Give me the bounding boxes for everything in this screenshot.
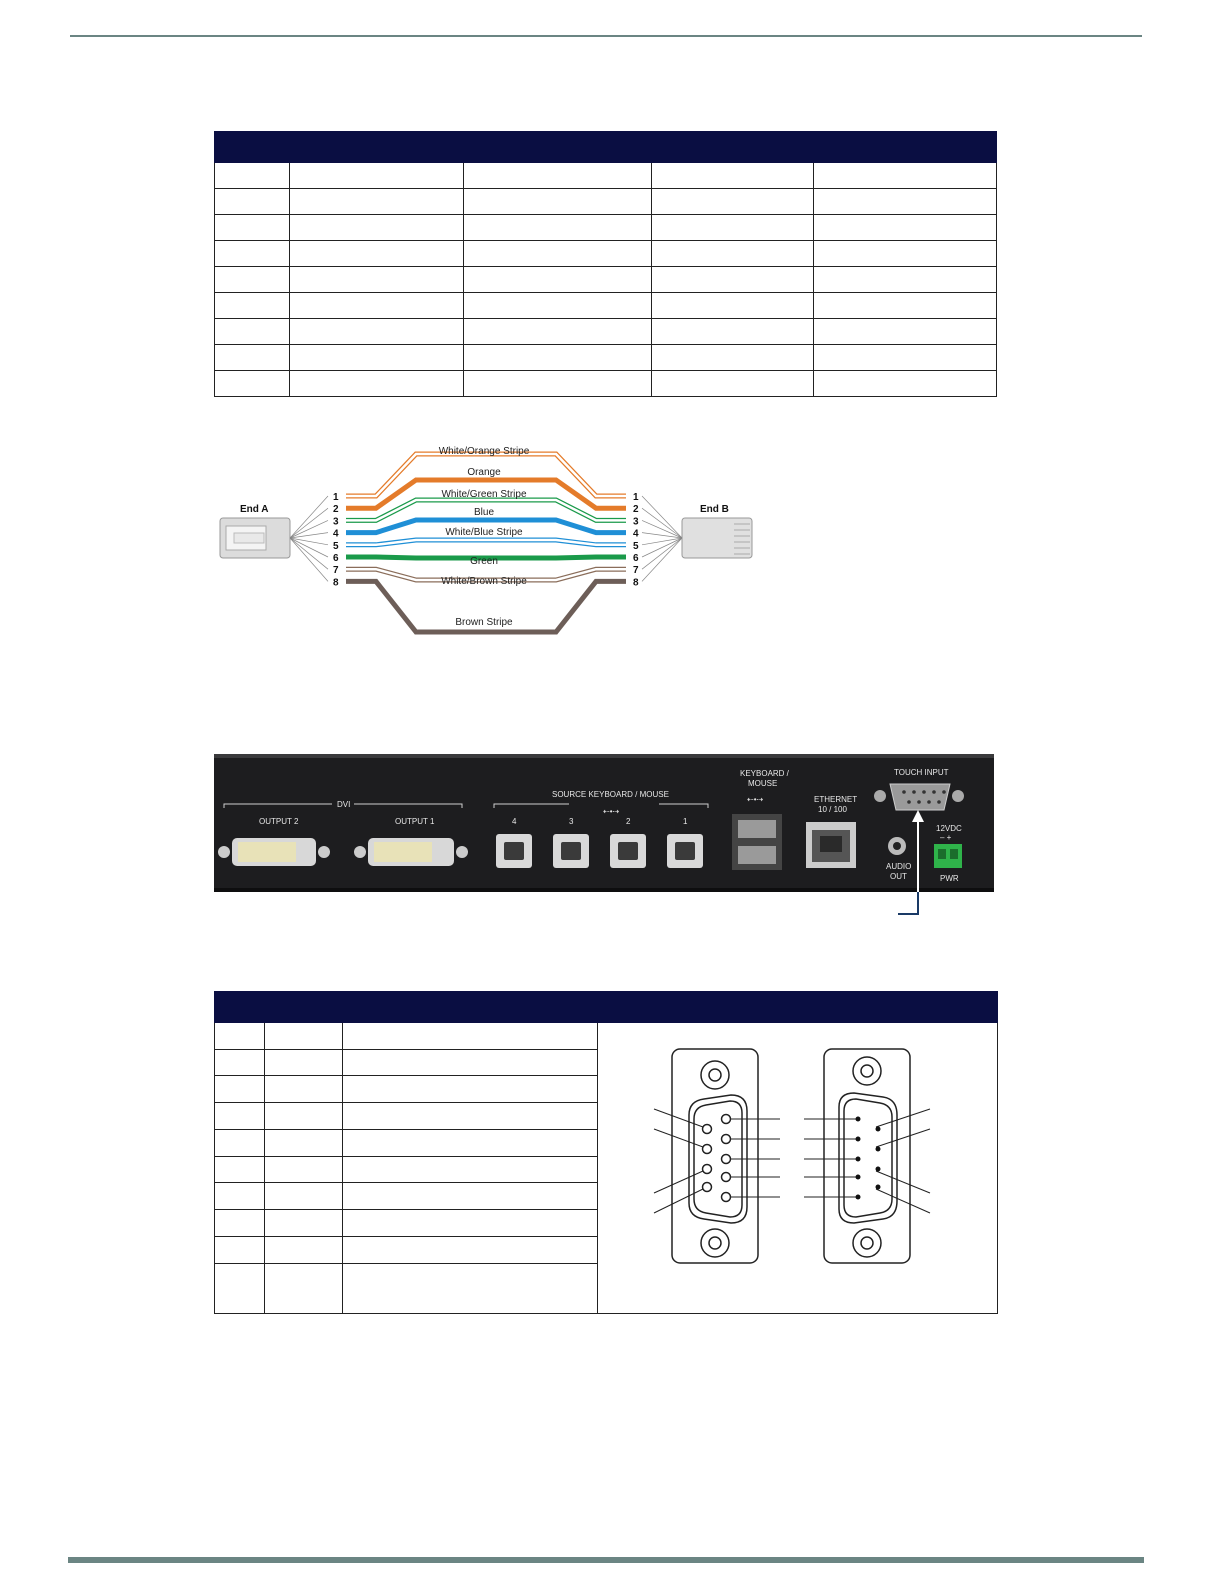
keyboard-mouse-label-1: KEYBOARD / (740, 769, 790, 778)
wire-label: Blue (474, 507, 494, 518)
pin-number-a: 6 (333, 553, 339, 564)
dvi-output2-port-icon (218, 838, 330, 866)
db9-connectors-diagram (653, 1048, 931, 1264)
wire-6 (346, 554, 626, 561)
table-header-cell (213, 131, 998, 163)
pin-number-b: 3 (633, 516, 639, 527)
table-row (214, 1262, 998, 1315)
ethernet-label-1: ETHERNET (814, 795, 857, 804)
pinout-table-2 (214, 991, 998, 1315)
touch-input-label: TOUCH INPUT (894, 768, 949, 777)
table-row (214, 1155, 998, 1184)
table-row (214, 344, 998, 371)
wire-label: White/Orange Stripe (439, 446, 530, 457)
wire-label: Orange (467, 467, 501, 478)
table-row (214, 162, 998, 189)
top-rule (70, 35, 1142, 37)
table-row (214, 266, 998, 293)
wire-label: White/Brown Stripe (441, 576, 527, 587)
rj45-plug-end-b-icon (681, 517, 753, 559)
wire-2 (346, 477, 626, 511)
wire-label: Green (470, 556, 498, 567)
db9-touch-input-port-icon (874, 783, 964, 811)
db9-male-connector-icon (823, 1048, 911, 1264)
usb-port-number: 1 (683, 817, 688, 826)
wire-label: Brown Stripe (455, 617, 513, 628)
table-row (214, 1235, 998, 1264)
pin-number-b: 5 (633, 541, 639, 552)
db9-female-connector-icon (671, 1048, 759, 1264)
table-row (214, 214, 998, 241)
db9-diagram-cell (597, 1022, 998, 1314)
table-row (214, 318, 998, 345)
pwr-label: PWR (940, 874, 959, 883)
pin-number-b: 2 (633, 504, 639, 515)
audio-label-1: AUDIO (886, 862, 911, 871)
table-row (214, 240, 998, 267)
power-label-2: – + (940, 833, 952, 842)
pin-number-b: 7 (633, 565, 639, 576)
rj45-plug-end-a-icon (219, 517, 291, 559)
power-label-1: 12VDC (936, 824, 962, 833)
table-header (214, 991, 998, 1023)
table-header (213, 131, 998, 163)
audio-out-jack-icon (888, 837, 906, 855)
pin-number-a: 4 (333, 529, 339, 540)
output2-label: OUTPUT 2 (259, 817, 299, 826)
pin-number-b: 1 (633, 492, 639, 503)
end-b-label: End B (700, 504, 729, 515)
table-row (214, 1022, 998, 1314)
ethernet-label-2: 10 / 100 (818, 805, 847, 814)
table-header-cell (214, 991, 998, 1023)
table-row (214, 1048, 998, 1077)
pin-number-a: 3 (333, 516, 339, 527)
pin-number-b: 6 (633, 553, 639, 564)
keyboard-mouse-label-2: MOUSE (748, 779, 777, 788)
usb-port-number: 4 (512, 817, 517, 826)
pin-number-a: 7 (333, 565, 339, 576)
output1-label: OUTPUT 1 (395, 817, 435, 826)
end-a-label: End A (240, 504, 269, 515)
pin-number-a: 5 (333, 541, 339, 552)
table-row (214, 1075, 998, 1104)
usb-port-number: 3 (569, 817, 574, 826)
touch-input-callout (898, 810, 924, 915)
pin-number-a: 2 (333, 504, 339, 515)
pin-number-b: 8 (633, 577, 639, 588)
wire-label: White/Green Stripe (441, 489, 526, 500)
rear-panel-image: DVI OUTPUT 2 OUTPUT 1 SOURCE KEYBOARD / … (214, 754, 994, 915)
pinout-table-1 (213, 131, 998, 397)
pin-number-a: 1 (333, 492, 339, 503)
power-terminal-icon (934, 844, 962, 868)
wire-4 (346, 517, 626, 536)
dvi-label: DVI (337, 800, 350, 809)
table-row (214, 1182, 998, 1211)
table-row (214, 188, 998, 215)
table-row (214, 370, 998, 397)
usb-symbol-icon: ⇠•⇢ (747, 795, 764, 804)
table-row (214, 1128, 998, 1157)
pin-number-a: 8 (333, 577, 339, 588)
wire-label: White/Blue Stripe (445, 527, 523, 538)
usb-port-number: 2 (626, 817, 631, 826)
source-kbm-label: SOURCE KEYBOARD / MOUSE (552, 790, 669, 799)
bottom-rule (68, 1557, 1144, 1563)
ethernet-port-icon (806, 822, 856, 868)
dvi-output1-port-icon (354, 838, 468, 866)
audio-label-2: OUT (890, 872, 907, 881)
table-row (214, 292, 998, 319)
pin-number-b: 4 (633, 529, 639, 540)
usb-a-ports-icon (732, 814, 782, 870)
usb-symbol-icon: ⇠•⇢ (603, 807, 620, 816)
wire-8 (346, 578, 626, 635)
